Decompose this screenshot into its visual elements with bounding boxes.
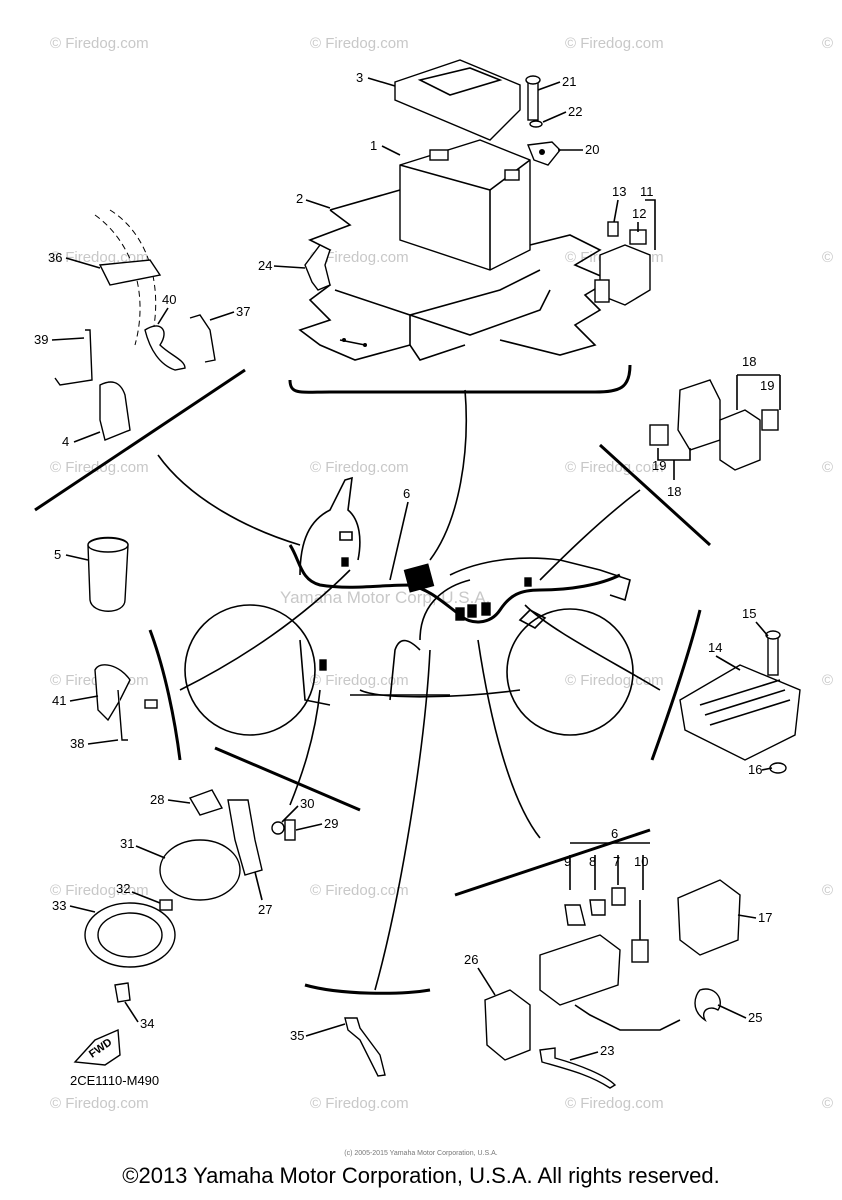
callout-23: 23 bbox=[600, 1043, 614, 1058]
callout-25: 25 bbox=[748, 1010, 762, 1025]
callout-30: 30 bbox=[300, 796, 314, 811]
watermark: © Firedog.com bbox=[565, 459, 664, 476]
callout-6-kit: 6 bbox=[611, 826, 618, 841]
callout-24: 24 bbox=[258, 258, 272, 273]
callout-12: 12 bbox=[632, 206, 646, 221]
callout-39: 39 bbox=[34, 332, 48, 347]
callout-34: 34 bbox=[140, 1016, 154, 1031]
callout-19-top: 19 bbox=[760, 378, 774, 393]
callout-3: 3 bbox=[356, 70, 363, 85]
watermark: © bbox=[822, 672, 833, 689]
callout-27: 27 bbox=[258, 902, 272, 917]
callout-32: 32 bbox=[116, 881, 130, 896]
callout-28: 28 bbox=[150, 792, 164, 807]
watermark: © bbox=[822, 882, 833, 899]
watermark: © Firedog.com bbox=[310, 459, 409, 476]
center-watermark: Yamaha Motor Corp, U.S.A. bbox=[280, 588, 490, 607]
callout-21: 21 bbox=[562, 74, 576, 89]
left-mid-group bbox=[87, 536, 158, 741]
callout-33: 33 bbox=[52, 898, 66, 913]
relay-group bbox=[649, 374, 781, 480]
watermark: © Firedog.com bbox=[310, 882, 409, 899]
callout-38: 38 bbox=[70, 736, 84, 751]
callout-19-bottom: 19 bbox=[652, 458, 666, 473]
callout-15: 15 bbox=[742, 606, 756, 621]
watermark: © Firedog.com bbox=[310, 1095, 409, 1112]
callout-2: 2 bbox=[296, 191, 303, 206]
headlight-group bbox=[84, 789, 296, 1003]
callout-6-main: 6 bbox=[403, 486, 410, 501]
battery-group bbox=[298, 59, 651, 361]
callout-10: 10 bbox=[634, 854, 648, 869]
callout-13: 13 bbox=[612, 184, 626, 199]
watermark: © bbox=[822, 249, 833, 266]
fwd-arrow: FWD bbox=[73, 1028, 121, 1066]
callout-41: 41 bbox=[52, 693, 66, 708]
callout-7: 7 bbox=[613, 854, 620, 869]
callout-18-top: 18 bbox=[742, 354, 756, 369]
watermark: © Firedog.com bbox=[565, 1095, 664, 1112]
leader-lines bbox=[157, 389, 661, 991]
watermark: © Firedog.com bbox=[50, 1095, 149, 1112]
group-separators bbox=[34, 364, 712, 995]
watermark: © Firedog.com bbox=[310, 249, 409, 266]
watermark: © Firedog.com bbox=[310, 35, 409, 52]
harness-group bbox=[344, 842, 741, 1089]
callout-40: 40 bbox=[162, 292, 176, 307]
callout-4: 4 bbox=[62, 434, 69, 449]
watermark: © Firedog.com bbox=[50, 249, 149, 266]
callout-8: 8 bbox=[589, 854, 596, 869]
callout-16: 16 bbox=[748, 762, 762, 777]
diagram-code: 2CE1110-M490 bbox=[70, 1073, 159, 1088]
callout-31: 31 bbox=[120, 836, 134, 851]
callout-37: 37 bbox=[236, 304, 250, 319]
callout-29: 29 bbox=[324, 816, 338, 831]
watermark: © Firedog.com bbox=[50, 35, 149, 52]
watermark: © Firedog.com bbox=[565, 672, 664, 689]
watermark: © Firedog.com bbox=[310, 672, 409, 689]
motorcycle-outline bbox=[184, 476, 634, 736]
callout-1: 1 bbox=[370, 138, 377, 153]
callout-36: 36 bbox=[48, 250, 62, 265]
callout-26: 26 bbox=[464, 952, 478, 967]
watermark: © Firedog.com bbox=[50, 882, 149, 899]
watermark: © bbox=[822, 459, 833, 476]
watermark: © Firedog.com bbox=[565, 35, 664, 52]
callout-35: 35 bbox=[290, 1028, 304, 1043]
watermark: © bbox=[822, 1095, 833, 1112]
regulator-group bbox=[679, 630, 801, 774]
left-upper-group bbox=[54, 209, 216, 441]
callout-14: 14 bbox=[708, 640, 722, 655]
callout-17: 17 bbox=[758, 910, 772, 925]
callout-5: 5 bbox=[54, 547, 61, 562]
tiny-copyright-notice: (c) 2005-2015 Yamaha Motor Corporation, … bbox=[344, 1150, 498, 1157]
callout-11: 11 bbox=[640, 184, 654, 199]
callout-18-bottom: 18 bbox=[667, 484, 681, 499]
callout-20: 20 bbox=[585, 142, 599, 157]
callout-22: 22 bbox=[568, 104, 582, 119]
watermark: © bbox=[822, 35, 833, 52]
callouts: 1 2 3 4 5 6 6 6 7 8 9 10 11 12 13 14 15 … bbox=[34, 70, 774, 1061]
copyright-footer: ©2013 Yamaha Motor Corporation, U.S.A. A… bbox=[122, 1163, 720, 1188]
callout-9: 9 bbox=[564, 854, 571, 869]
